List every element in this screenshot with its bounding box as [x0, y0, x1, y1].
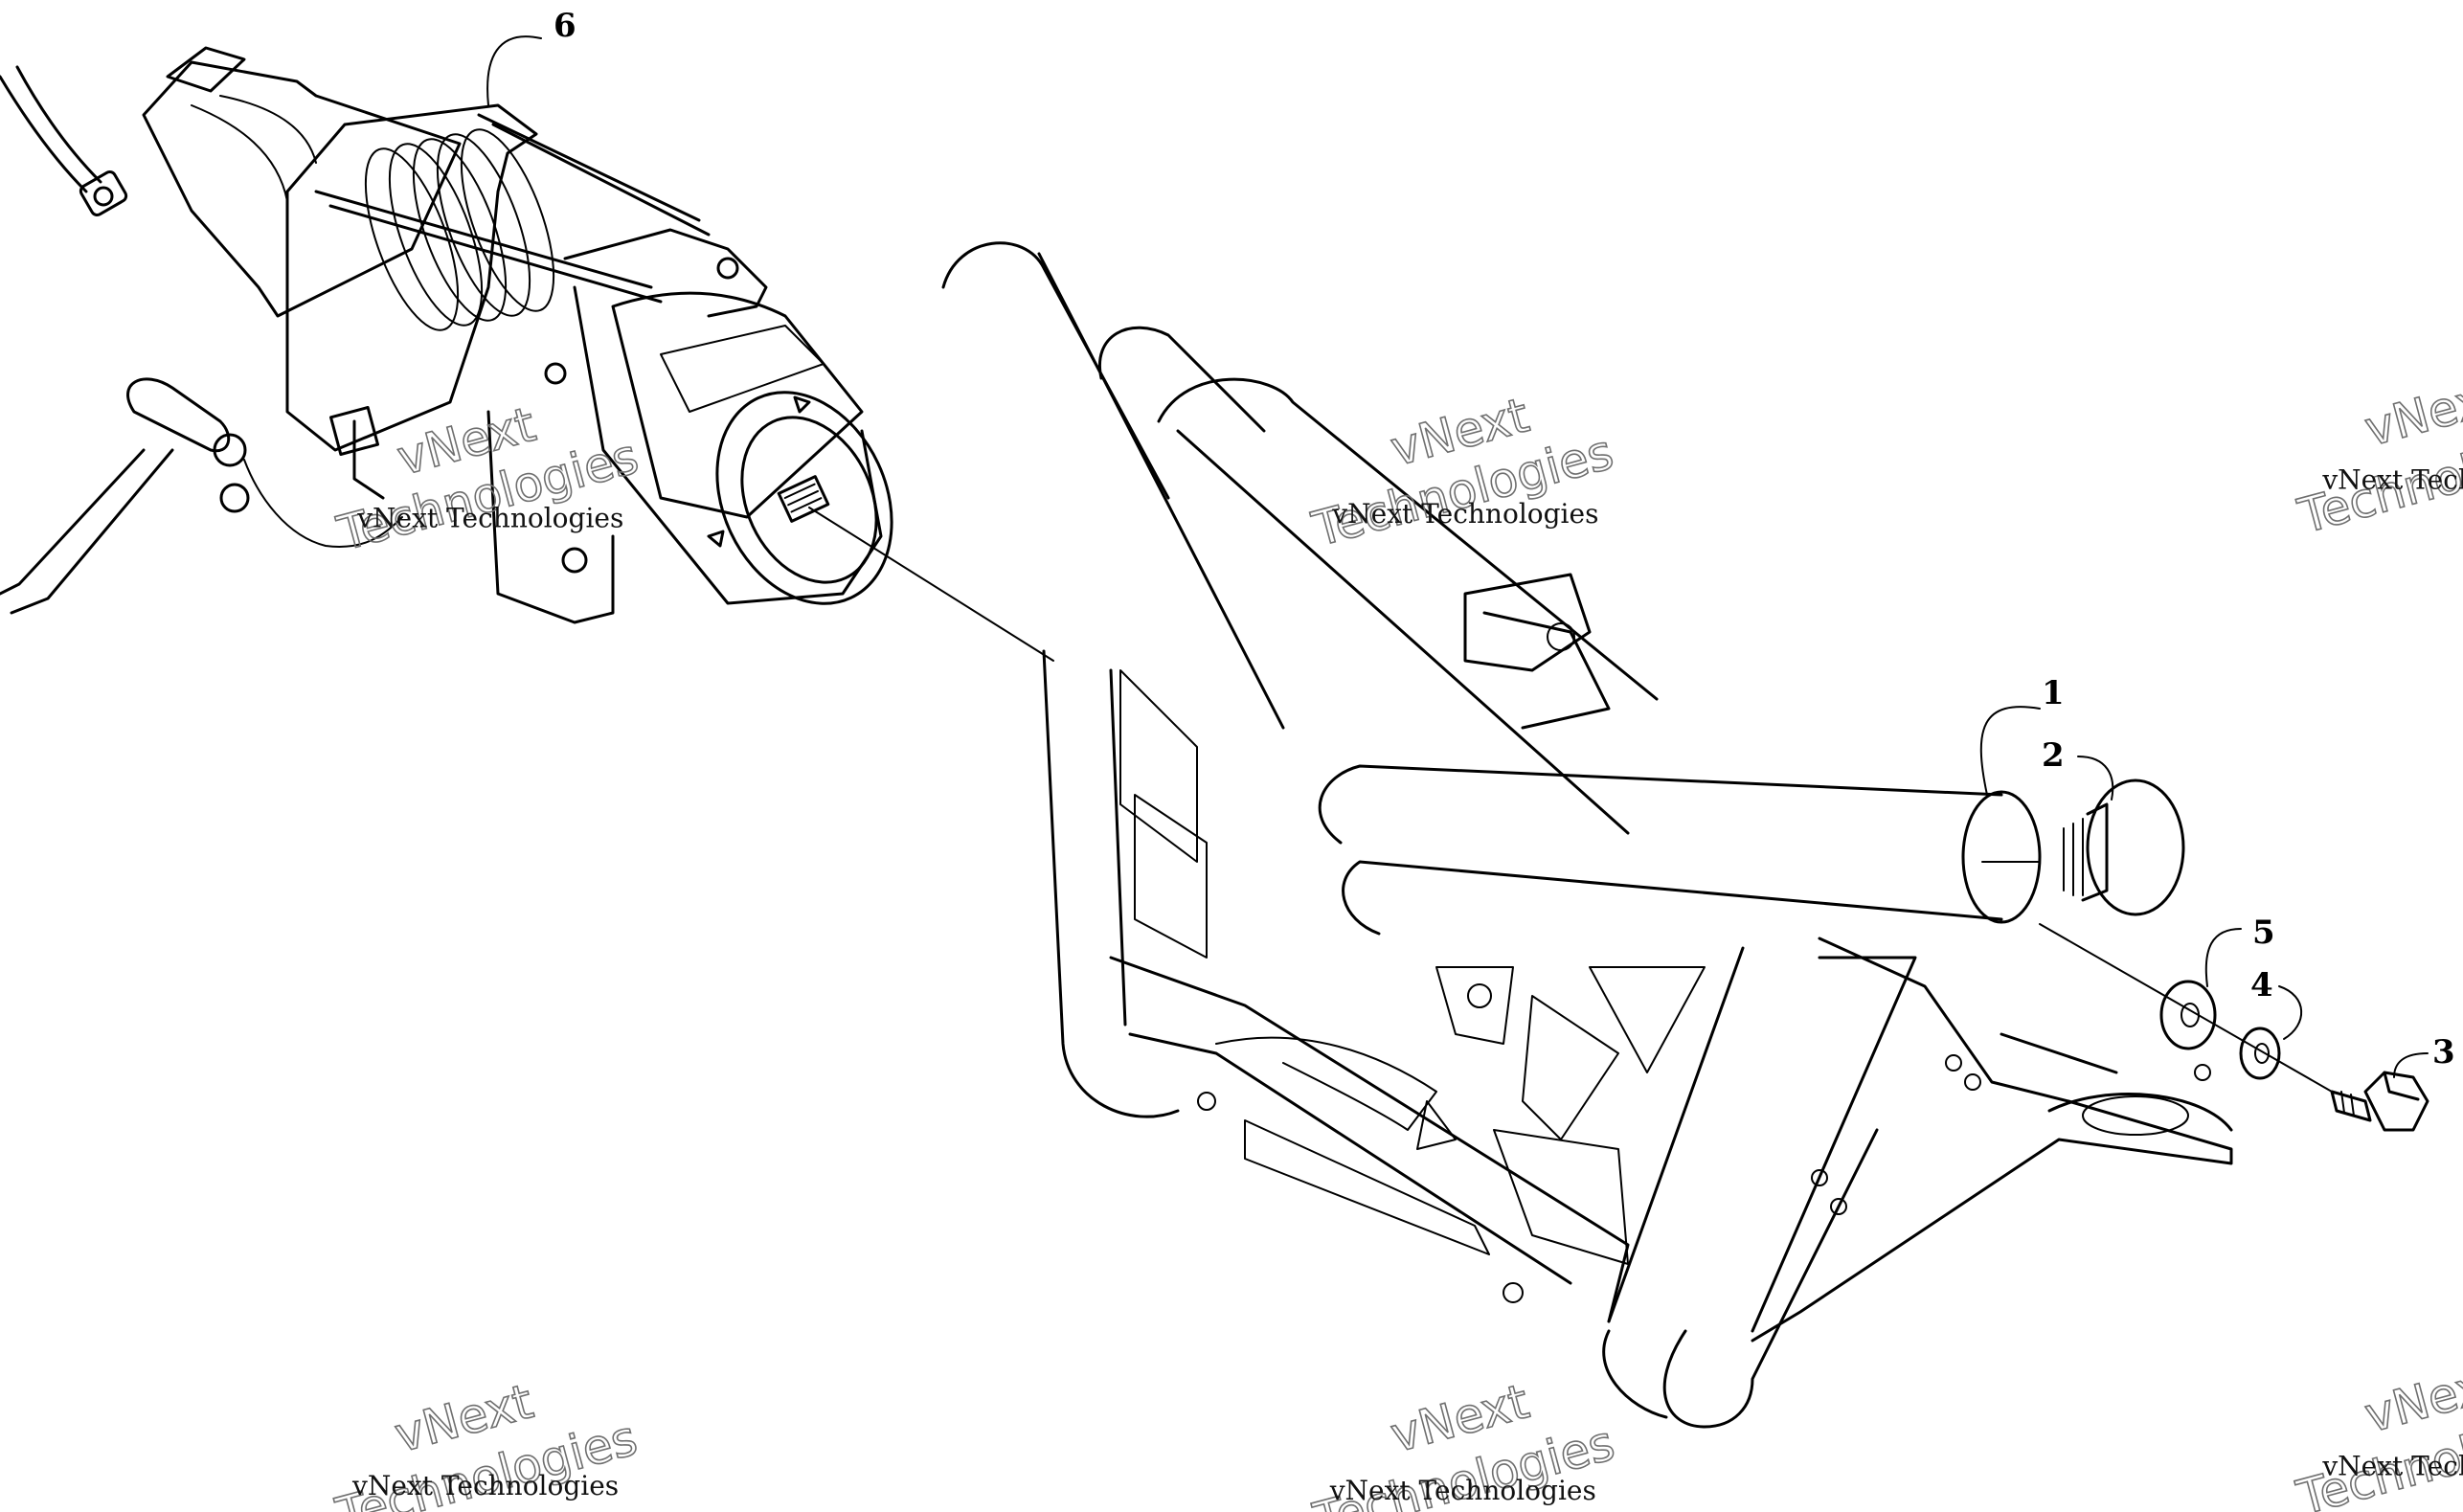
end-plug — [2063, 779, 2185, 916]
callout-5: 5 — [2252, 914, 2275, 952]
watermark-bottom-center: vNext Technologies vNext Technologies — [1307, 1373, 1621, 1512]
skid-plate-bracket — [1463, 573, 2233, 1343]
callout-6: 6 — [554, 7, 576, 45]
flange-bolt — [2330, 1071, 2429, 1132]
watermark-bottom-right: vNext Technologies vNext Technologies — [2291, 1353, 2463, 1512]
watermark-top-center: vNext Technologies vNext Technologies — [1305, 387, 1619, 559]
flat-washer — [2159, 980, 2217, 1050]
callout-2: 2 — [2042, 736, 2065, 775]
watermark-top-right: vNext Technologies vNext Technologies — [2292, 367, 2463, 546]
svg-text:vNext Technologies: vNext Technologies — [351, 1470, 619, 1501]
svg-text:vNext Technologies: vNext Technologies — [2321, 1450, 2463, 1481]
callout-1: 1 — [2042, 674, 2065, 712]
front-bumper-tube — [941, 241, 2042, 1429]
svg-text:vNext: vNext — [2360, 368, 2463, 458]
svg-text:vNext Technologies: vNext Technologies — [356, 502, 623, 533]
lock-washer — [2239, 1027, 2281, 1080]
assembly-lines — [486, 35, 2429, 1093]
svg-text:vNext Technologies: vNext Technologies — [1331, 498, 1598, 530]
callout-4: 4 — [2250, 966, 2273, 1004]
winch-assembly — [0, 46, 893, 624]
callout-3: 3 — [2432, 1033, 2455, 1072]
svg-text:vNext Technologies: vNext Technologies — [1329, 1475, 1596, 1506]
watermark-bottom-left: vNext Technologies vNext Technologies — [329, 1373, 644, 1512]
svg-text:vNext Technologies: vNext Technologies — [2321, 463, 2463, 495]
